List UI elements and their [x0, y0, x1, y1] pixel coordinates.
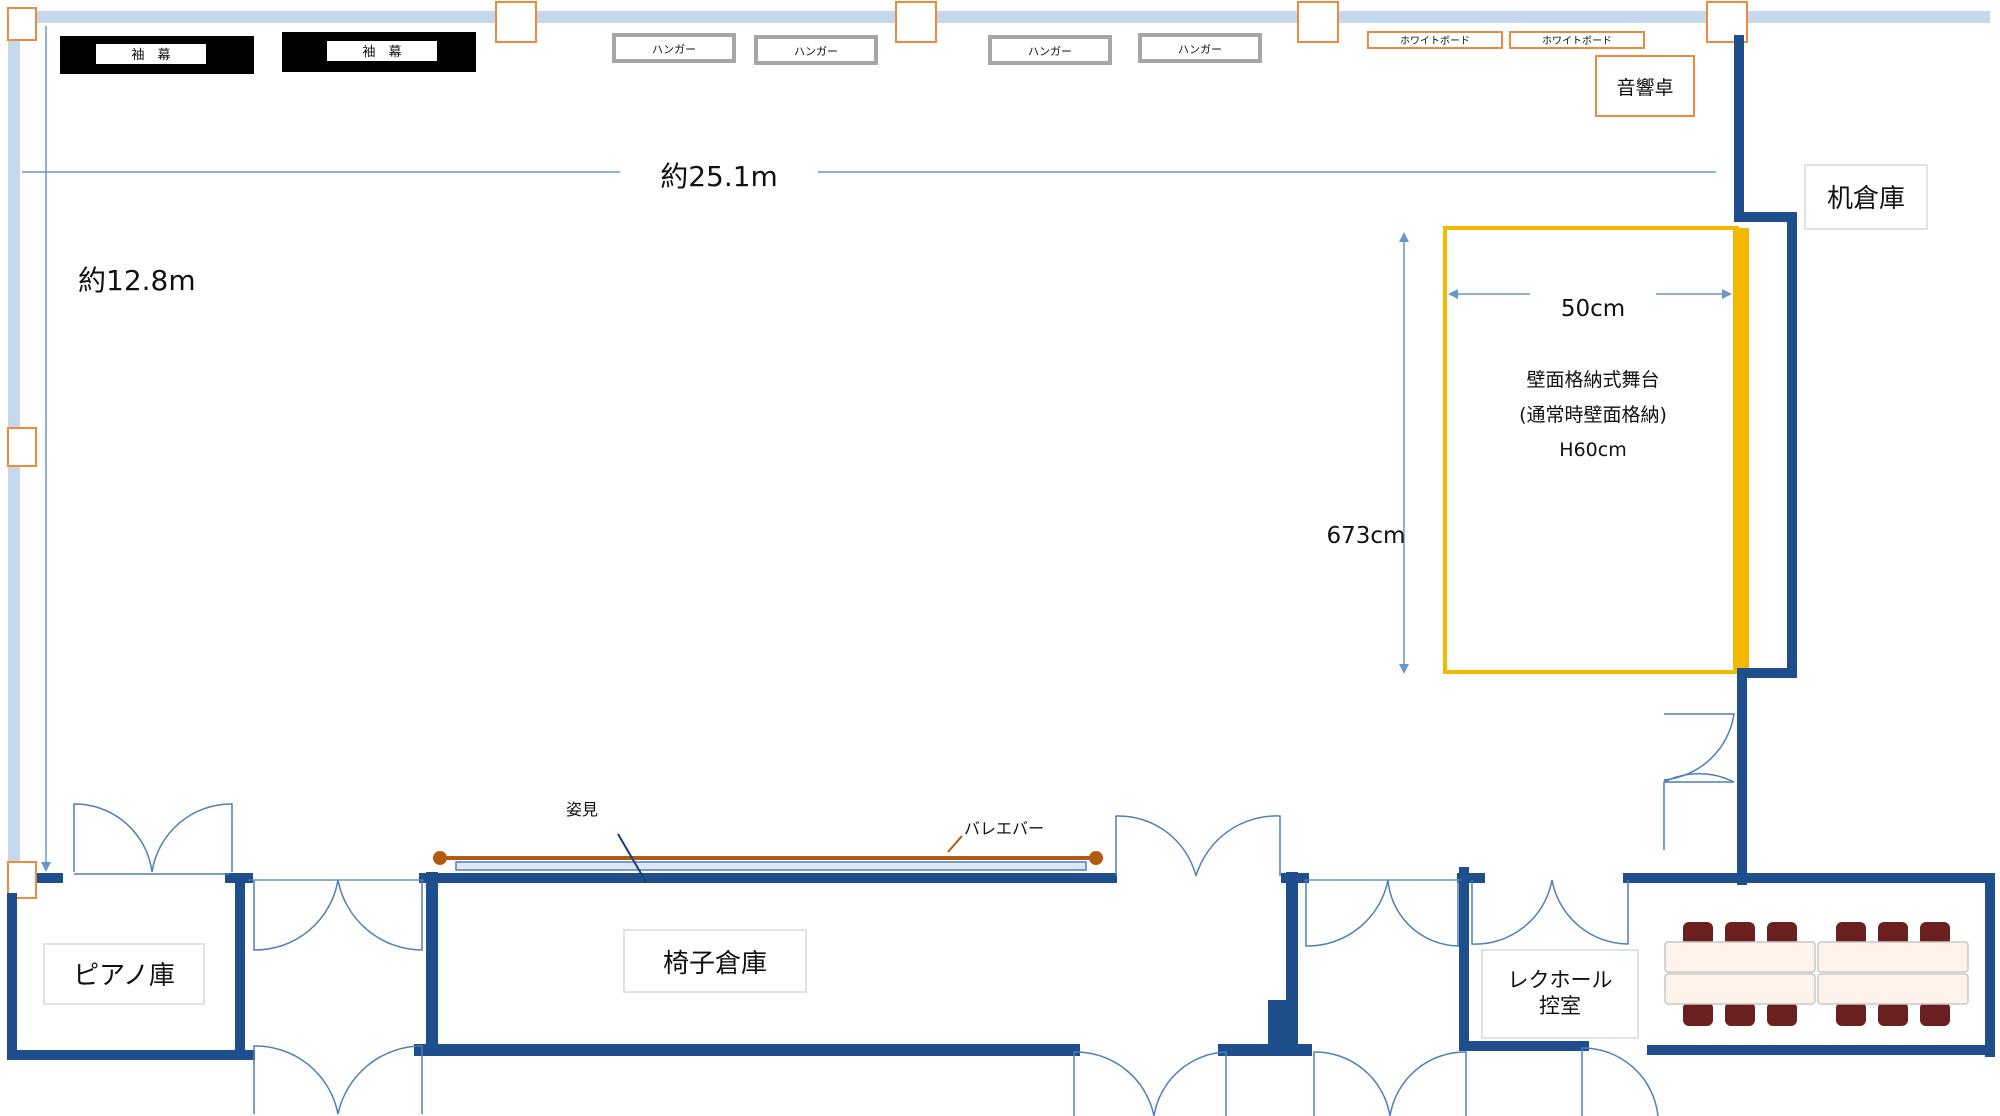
stage-label-line2: (通常時壁面格納) [1519, 404, 1667, 426]
chair [1683, 922, 1713, 946]
table [1817, 973, 1969, 1005]
chair [1725, 922, 1755, 946]
door[interactable] [73, 803, 233, 873]
hangers: ハンガー ハンガー ハンガー ハンガー [612, 33, 1262, 65]
hanger-3 [988, 35, 1112, 65]
table [1817, 941, 1969, 973]
barre-and-mirror: 姿見 バレエバー [433, 800, 1103, 883]
whiteboard-1 [1367, 31, 1503, 49]
side-curtain-2-label: 袖 幕 [362, 45, 401, 60]
mirror [455, 861, 1087, 871]
table [1664, 941, 1816, 973]
sound-desk [1595, 55, 1695, 117]
door[interactable] [1073, 1051, 1227, 1116]
hanger-1 [612, 33, 736, 63]
door[interactable] [1471, 879, 1629, 945]
chair [1836, 922, 1866, 946]
doors [73, 713, 1735, 1116]
chair [1878, 1002, 1908, 1026]
chair [1767, 922, 1797, 946]
stage-depth-label: 50cm [1561, 296, 1625, 322]
wait-room-box [1481, 949, 1639, 1039]
door[interactable] [253, 879, 423, 951]
hanger-4-label: ハンガー [1178, 43, 1222, 56]
stage-label-line1: 壁面格納式舞台 [1526, 369, 1659, 391]
curtains: 袖 幕 袖 幕 [60, 32, 476, 74]
stage-length-arrow-bottom [1399, 664, 1409, 674]
equipment: ホワイトボード ホワイトボード 音響卓 [1367, 31, 1695, 117]
hanger-2-label: ハンガー [794, 45, 838, 58]
chair-storage-box [623, 929, 807, 993]
barre-leader [947, 835, 963, 853]
door[interactable] [1663, 713, 1735, 850]
desk-storage-box [1804, 164, 1928, 230]
mirror-leader [617, 833, 647, 883]
chair-storage-label: 椅子倉庫 [663, 949, 767, 979]
door[interactable] [1115, 815, 1281, 877]
mirror-label: 姿見 [566, 800, 598, 819]
door[interactable] [253, 1045, 423, 1115]
column [895, 1, 937, 43]
whiteboard-2 [1509, 31, 1645, 49]
stage-length-arrow-top [1399, 232, 1409, 242]
desk-storage-label: 机倉庫 [1827, 184, 1905, 214]
hanger-2 [754, 35, 878, 65]
stage-depth-arrow-left [1448, 289, 1458, 299]
column [1297, 1, 1339, 43]
door[interactable] [1305, 879, 1459, 947]
piano-storage-box [43, 943, 205, 1005]
column [495, 1, 537, 43]
hanger-3-label: ハンガー [1028, 45, 1072, 58]
stage-length-label: 673cm [1327, 523, 1406, 549]
windows [8, 11, 1990, 870]
columns [7, 1, 1748, 899]
chair [1683, 1002, 1713, 1026]
table [1664, 973, 1816, 1005]
stage-stored-wall [1733, 228, 1749, 672]
hanger-1-label: ハンガー [652, 43, 696, 56]
stage-label-line3: H60cm [1559, 439, 1626, 461]
height-arrow-bottom [41, 862, 51, 872]
wait-room-label-line2: 控室 [1539, 994, 1581, 1018]
chair [1836, 1002, 1866, 1026]
sound-desk-label: 音響卓 [1616, 77, 1673, 99]
door[interactable] [1313, 1051, 1467, 1116]
dimensions: 約25.1m 約12.8m 50cm 673cm [22, 26, 1732, 872]
piano-storage-label: ピアノ庫 [73, 961, 175, 991]
stage-depth-arrow-right [1722, 289, 1732, 299]
side-curtain-1-label: 袖 幕 [131, 48, 170, 63]
door[interactable] [1581, 1047, 1659, 1116]
barre-label: バレエバー [964, 819, 1044, 838]
walls [7, 35, 1995, 1060]
width-dimension-label: 約25.1m [660, 160, 778, 193]
wait-room-label-line1: レクホール [1508, 968, 1613, 992]
chair [1725, 1002, 1755, 1026]
whiteboard-1-label: ホワイトボード [1400, 35, 1470, 47]
chair [1920, 1002, 1950, 1026]
hanger-4 [1138, 33, 1262, 63]
height-dimension-label: 約12.8m [78, 264, 196, 297]
room-labels: 机倉庫 ピアノ庫 椅子倉庫 レクホール 控室 [43, 164, 1928, 1039]
column [7, 861, 37, 899]
chair [1920, 922, 1950, 946]
furniture [1664, 922, 1969, 1026]
column [7, 427, 37, 467]
retractable-stage: 壁面格納式舞台 (通常時壁面格納) H60cm [1443, 226, 1749, 674]
chair [1878, 922, 1908, 946]
chair [1767, 1002, 1797, 1026]
whiteboard-2-label: ホワイトボード [1542, 35, 1612, 47]
column [7, 7, 37, 41]
